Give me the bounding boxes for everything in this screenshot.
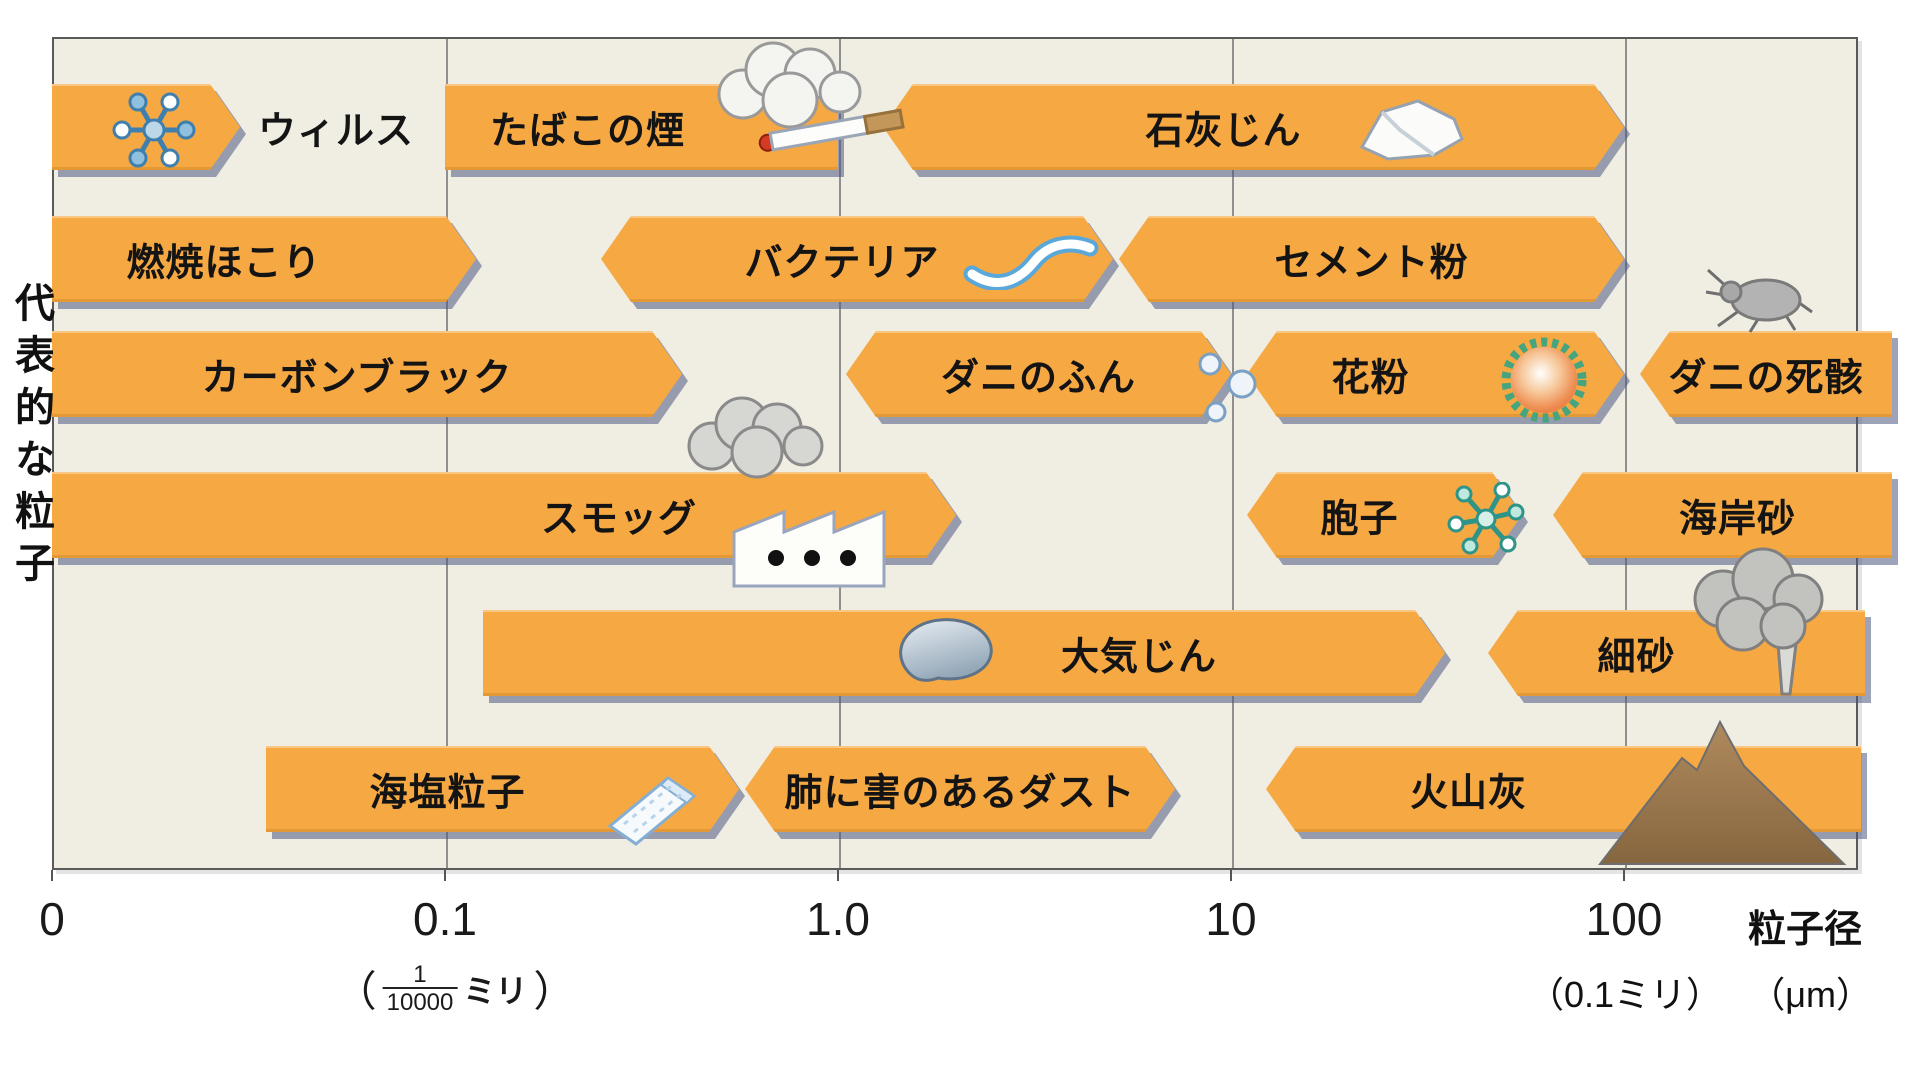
x-tick-label-1.0: 1.0 — [806, 893, 870, 945]
particle-label-6: カーボンブラック — [201, 357, 513, 400]
x-tick-label-10: 10 — [1205, 893, 1257, 945]
particle-label-3: 燃焼ほこり — [126, 242, 322, 285]
particle-label-7: ダニのふん — [940, 357, 1137, 400]
fraction-numerator: 1 — [413, 960, 427, 988]
particle-bar-5 — [1119, 216, 1624, 302]
tick-0 — [51, 870, 53, 881]
particle-label-12: 海岸砂 — [1678, 498, 1797, 541]
tick-0.1 — [444, 870, 446, 881]
dust-lump-icon — [899, 618, 993, 682]
fraction-close-paren: ） — [533, 968, 576, 1015]
particle-label-5: セメント粉 — [1274, 242, 1469, 285]
particle-label-1: たばこの煙 — [489, 110, 686, 153]
virus-icon — [112, 92, 196, 168]
x-tick-label-100: 100 — [1585, 893, 1663, 945]
x-axis-title: 粒子径 — [1747, 909, 1862, 951]
particle-bar-6 — [52, 331, 682, 417]
particle-label-11: 胞子 — [1320, 498, 1399, 541]
particle-bar-2 — [883, 84, 1624, 170]
volcano-smoke-icon — [1693, 547, 1824, 696]
smog-cloud-icon — [687, 396, 824, 479]
fraction-stack: 1 10000 — [382, 960, 458, 1015]
cigarette-icon — [758, 108, 905, 152]
gridline-100 — [1625, 39, 1627, 868]
tick-100 — [1623, 870, 1625, 881]
particle-label-10: スモッグ — [540, 498, 698, 541]
y-axis-title: 代表的な粒子 — [9, 282, 53, 594]
x-tick-label-0.1: 0.1 — [413, 893, 477, 945]
particle-label-16: 肺に害のあるダスト — [784, 772, 1136, 815]
pollen-icon — [1501, 337, 1587, 423]
particle-label-4: バクテリア — [744, 242, 940, 285]
tick-1.0 — [837, 870, 839, 881]
particle-label-17: 火山灰 — [1409, 772, 1528, 815]
gridline-0.1 — [446, 39, 448, 868]
mite-icon — [1705, 268, 1813, 333]
mite-droppings-icon — [1198, 352, 1257, 423]
cigarette-smoke-icon — [717, 41, 862, 129]
volcano-icon — [1597, 719, 1847, 865]
gridline-1.0 — [839, 39, 841, 868]
particle-bar-7 — [846, 331, 1231, 417]
fraction-unit: ミリ — [463, 972, 528, 1009]
gridline-10 — [1232, 39, 1234, 868]
particle-label-9: ダニの死骸 — [1668, 357, 1864, 400]
tick-10 — [1230, 870, 1232, 881]
particle-label-0: ウィルス — [258, 110, 415, 153]
particle-label-2: 石灰じん — [1145, 110, 1302, 153]
particle-label-13: 大気じん — [1060, 636, 1218, 679]
particle-bar-16 — [745, 746, 1175, 832]
particle-bar-3 — [52, 216, 476, 302]
factory-icon — [732, 509, 886, 588]
bacteria-icon — [963, 235, 1099, 290]
x-axis-mm-label: （0.1ミリ） — [1527, 974, 1723, 1015]
fraction-open-paren: （ — [334, 968, 377, 1015]
x-axis-unit: （μm） — [1749, 974, 1872, 1015]
lime-dust-icon — [1359, 99, 1464, 161]
particle-label-8: 花粉 — [1331, 357, 1410, 400]
x-axis-fraction-label: （ 1 10000 ミリ ） — [335, 958, 576, 1019]
particle-bar-9 — [1640, 331, 1892, 417]
salt-crystal-icon — [607, 776, 697, 846]
particle-label-15: 海塩粒子 — [369, 772, 526, 815]
particle-bar-12 — [1553, 472, 1892, 558]
particle-label-14: 細砂 — [1597, 636, 1676, 679]
spore-icon — [1447, 482, 1525, 555]
x-tick-label-0: 0 — [39, 893, 65, 945]
fraction-denominator: 10000 — [382, 987, 458, 1015]
